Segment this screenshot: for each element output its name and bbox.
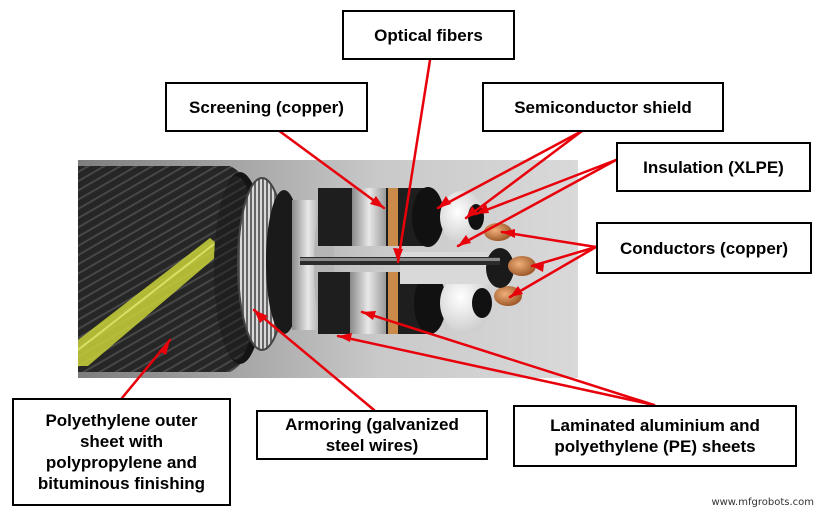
arrow-heads	[159, 196, 544, 355]
yellow-stripe	[78, 238, 224, 366]
label-laminated-sheets: Laminated aluminium and polyethylene (PE…	[513, 405, 797, 467]
label-screening: Screening (copper)	[165, 82, 368, 132]
label-conductors: Conductors (copper)	[596, 222, 812, 274]
label-outer-sheet: Polyethylene outer sheet with polypropyl…	[12, 398, 231, 506]
arrow-lines	[120, 58, 656, 412]
watermark: www.mfgrobots.com	[711, 497, 814, 508]
label-armoring: Armoring (galvanized steel wires)	[256, 410, 488, 460]
label-optical-fibers: Optical fibers	[342, 10, 515, 60]
upper-core	[318, 187, 512, 247]
label-semiconductor-shield: Semiconductor shield	[482, 82, 724, 132]
label-insulation: Insulation (XLPE)	[616, 142, 811, 192]
